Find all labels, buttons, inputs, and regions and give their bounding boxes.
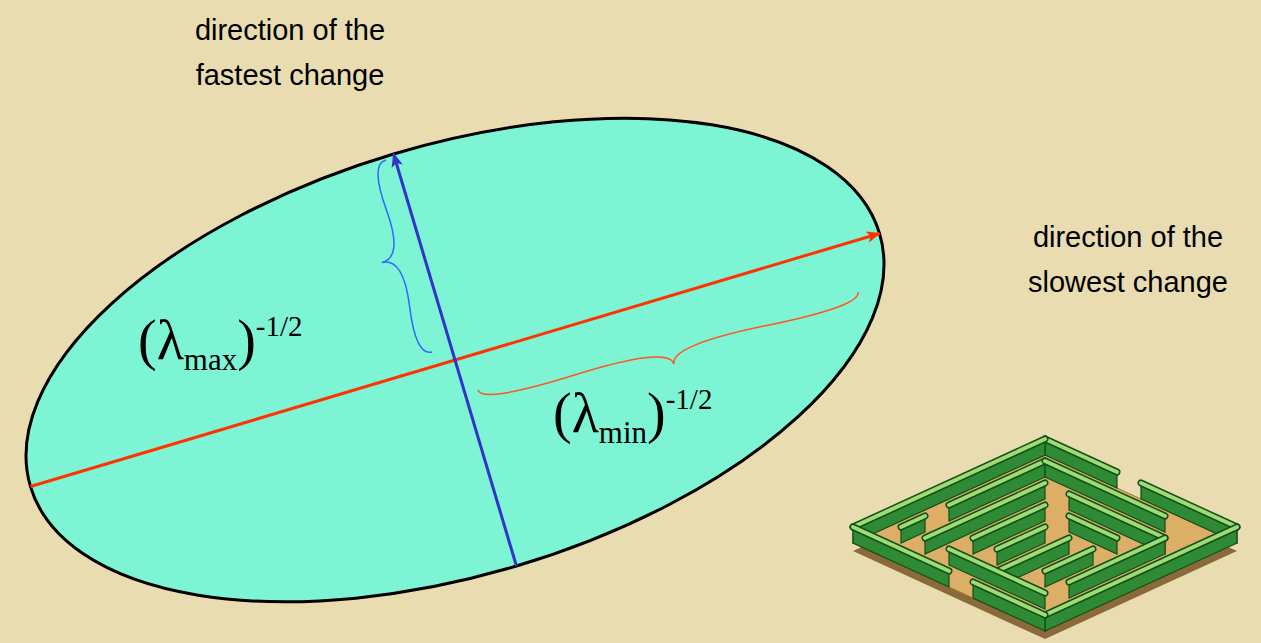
direction-label: direction of the fastest change xyxy=(165,8,415,98)
maze-wall-top xyxy=(973,582,1045,615)
maze-wall-top-edge xyxy=(1069,516,1117,538)
maze-wall xyxy=(1045,549,1093,587)
slowest-brace xyxy=(478,292,858,395)
maze-wall-top-edge xyxy=(1045,549,1093,571)
direction-label: direction of the slowest change xyxy=(1003,215,1253,305)
maze-wall-top xyxy=(853,527,949,571)
maze-wall xyxy=(973,582,1045,631)
maze-wall-top xyxy=(949,549,1045,593)
maze-wall-top xyxy=(997,527,1045,549)
fastest-axis-arrow xyxy=(394,154,517,566)
ellipse-shape xyxy=(0,27,941,643)
maze-wall-top-edge xyxy=(949,549,1045,593)
maze-wall xyxy=(901,516,925,543)
maze-wall-top-edge xyxy=(853,439,1045,527)
maze-wall-side xyxy=(1045,549,1093,587)
maze-wall-top-edge xyxy=(901,516,925,527)
maze-wall-top xyxy=(853,439,1045,527)
maze-wall-top xyxy=(1069,516,1117,538)
maze-wall xyxy=(853,527,949,587)
fastest-brace xyxy=(378,160,432,352)
maze-wall-top xyxy=(901,516,925,527)
maze-shadow xyxy=(853,463,1237,639)
maze-wall-top-edge xyxy=(1045,527,1237,615)
ellipse-region: (λmax)-1/2 (λmin)-1/2 xyxy=(20,110,890,615)
maze-wall-top-edge xyxy=(853,527,949,571)
maze-wall-top xyxy=(1045,549,1093,571)
maze-wall-top-edge xyxy=(997,527,1045,549)
maze-wall-side xyxy=(1045,527,1237,631)
maze-wall-side xyxy=(973,582,1045,631)
maze-wall-top-edge xyxy=(1141,483,1237,527)
maze-wall-side xyxy=(901,516,925,543)
maze-wall-top xyxy=(1141,483,1237,527)
eigen-length-label: (λmin)-1/2 xyxy=(553,385,712,448)
maze-wall-top-edge xyxy=(973,582,1045,615)
maze-ground xyxy=(853,455,1237,631)
maze-wall-top xyxy=(1045,527,1237,615)
maze-wall xyxy=(1045,527,1237,631)
maze-wall-side xyxy=(853,527,949,587)
eigen-length-label: (λmax)-1/2 xyxy=(138,312,303,375)
